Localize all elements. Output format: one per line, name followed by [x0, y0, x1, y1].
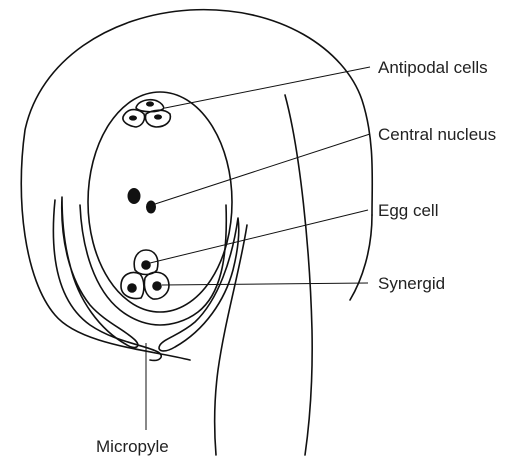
- label-egg-cell: Egg cell: [378, 201, 438, 220]
- leader-egg: [150, 210, 368, 263]
- label-synergid: Synergid: [378, 274, 445, 293]
- nucellus-wall: [80, 205, 226, 325]
- leader-synergid: [162, 283, 368, 285]
- central-nuclei: [128, 188, 157, 214]
- label-central-nucleus: Central nucleus: [378, 125, 496, 144]
- antipodal-nucleus-left: [129, 115, 137, 120]
- label-antipodal-cells: Antipodal cells: [378, 58, 488, 77]
- outer-integument-left: [21, 10, 372, 360]
- polar-nucleus-2: [146, 201, 156, 214]
- synergid-nucleus-right: [152, 281, 162, 291]
- leader-antipodal: [165, 67, 370, 108]
- inner-integument-left: [62, 197, 138, 347]
- antipodal-nucleus-right: [154, 114, 162, 119]
- antipodal-nucleus-top: [146, 101, 154, 106]
- egg-apparatus: [121, 250, 169, 299]
- funiculus-line-inner: [215, 225, 247, 455]
- outer-integument-right: [350, 215, 372, 300]
- polar-nucleus-1: [128, 188, 141, 204]
- antipodal-cells: [123, 100, 170, 127]
- label-micropyle: Micropyle: [96, 437, 169, 456]
- synergid-nucleus-left: [127, 283, 137, 293]
- funiculus-line-outer: [285, 95, 312, 455]
- leader-central: [152, 134, 370, 205]
- egg-nucleus: [141, 260, 151, 270]
